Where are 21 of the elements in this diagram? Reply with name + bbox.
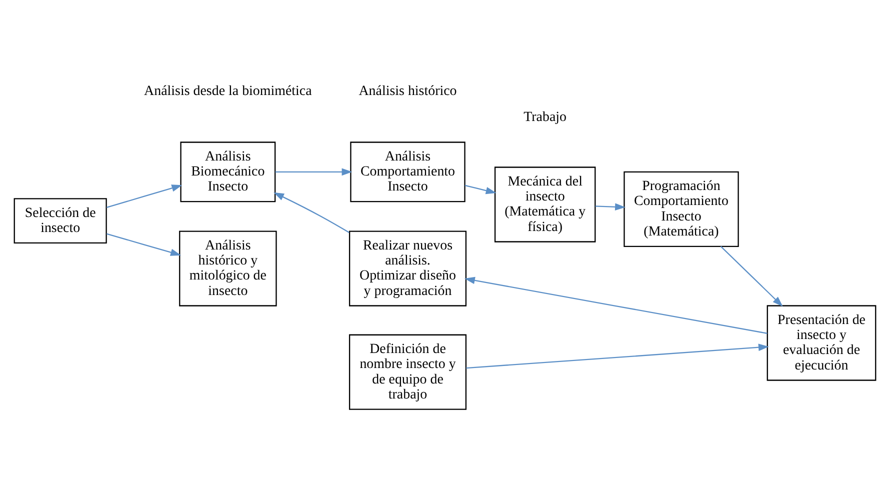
arrow bbox=[720, 246, 782, 307]
label: Análisis histórico bbox=[358, 84, 456, 100]
node-box: Realizar nuevos análisis. Optimizar diseño y programación bbox=[348, 230, 466, 306]
arrow bbox=[272, 192, 349, 234]
node-box: Programación Comportamiento Insecto (Matemática) bbox=[623, 171, 738, 247]
arrow bbox=[464, 276, 767, 334]
node-box: Análisis Comportamiento Insecto bbox=[350, 142, 465, 202]
arrow bbox=[594, 203, 626, 211]
node-box: Análisis Biomecánico Insecto bbox=[180, 142, 276, 202]
arrow bbox=[464, 184, 496, 194]
node-box: Análisis histórico y mitológico de insecto bbox=[178, 230, 276, 306]
node-box: Presentación de insecto y evaluación de ejecución bbox=[766, 305, 876, 381]
arrow bbox=[106, 184, 182, 208]
node-box: Definición de nombre insecto y de equipo de trabajo bbox=[348, 334, 466, 410]
label: Trabajo bbox=[523, 110, 566, 125]
arrow bbox=[466, 344, 768, 369]
node-box: Mecánica del insecto (Matemática y física) bbox=[494, 166, 596, 242]
arrow bbox=[274, 168, 352, 176]
node-box: Selección de insecto bbox=[13, 198, 106, 244]
label: Análisis desde la biomimética bbox=[144, 84, 312, 100]
arrow bbox=[106, 233, 181, 256]
